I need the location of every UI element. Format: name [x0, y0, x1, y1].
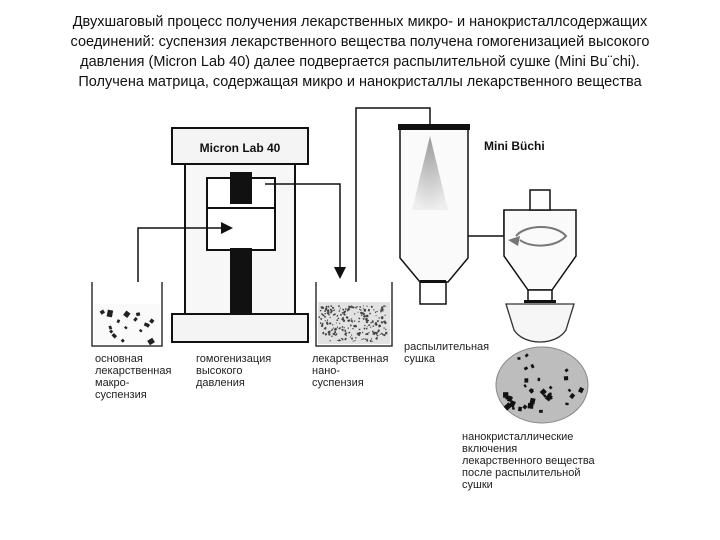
- cyclone-exhaust: [529, 189, 551, 211]
- svg-text:давления: давления: [196, 377, 245, 389]
- title-line-2: соединений: суспензия лекарственного вещ…: [70, 34, 650, 50]
- collection-vessel: [505, 303, 575, 343]
- title-line-4: Получена матрица, содержащая микро и нан…: [78, 74, 642, 90]
- homogenizer-base: [171, 313, 309, 343]
- svg-text:после распылительной: после распылительной: [462, 467, 580, 479]
- label-homogenization: гомогенизация высокого давления: [196, 353, 271, 389]
- title-line-1: Двухшаговый процесс получения лекарствен…: [72, 14, 648, 30]
- label-suspension: основная лекарственная макро- суспензия: [95, 353, 171, 401]
- nano-particles: [318, 305, 388, 343]
- svg-text:макро-: макро-: [95, 377, 130, 389]
- spray-dryer: Mini Büchi: [398, 124, 577, 343]
- matrix-nanocrystals: [503, 353, 585, 413]
- transfer-tube: [468, 210, 505, 237]
- spray-cone: [412, 136, 448, 210]
- svg-text:сушка: сушка: [404, 353, 436, 365]
- beaker-nanosuspension: [315, 282, 393, 347]
- homogenizer: Micron Lab 40: [171, 127, 309, 343]
- svg-text:сушки: сушки: [462, 479, 493, 491]
- homogenizer-header-box: [171, 127, 309, 165]
- page-title: Двухшаговый процесс получения лекарствен…: [40, 12, 680, 92]
- svg-text:суспензия: суспензия: [312, 377, 364, 389]
- svg-text:суспензия: суспензия: [95, 389, 147, 401]
- label-inclusions: нанокристаллические включения лекарствен…: [462, 431, 596, 491]
- label-spray-drying: распылительная сушка: [404, 341, 489, 365]
- homogenizer-mid-chamber: [206, 207, 276, 251]
- svg-text:лекарственная: лекарственная: [95, 365, 171, 377]
- matrix-disk: [495, 346, 589, 424]
- arrow-suspension-to-homogenizer: [137, 222, 233, 300]
- svg-text:лекарственного вещества: лекарственного вещества: [462, 455, 596, 467]
- svg-text:гомогенизация: гомогенизация: [196, 353, 271, 365]
- svg-text:высокого: высокого: [196, 365, 242, 377]
- piston-upper: [230, 172, 252, 204]
- dryer-top-plate: [398, 124, 470, 130]
- cyclone-separator: [503, 209, 577, 291]
- arrow-homogenizer-to-nanosuspension: [265, 183, 346, 279]
- title-line-3: давления (Micron Lab 40) далее подвергае…: [80, 54, 640, 70]
- label-nanosuspension: лекарственная нано- суспензия: [312, 353, 388, 389]
- pipe-to-dryer: [355, 107, 431, 290]
- svg-text:лекарственная: лекарственная: [312, 353, 388, 365]
- svg-text:нано-: нано-: [312, 365, 340, 377]
- dryer-name: Mini Büchi: [484, 139, 545, 153]
- macro-particles: [99, 309, 155, 346]
- dryer-outlet: [419, 281, 447, 305]
- product-matrix: [495, 346, 589, 424]
- homogenizer-name: Micron Lab 40: [200, 141, 281, 155]
- svg-text:включения: включения: [462, 443, 517, 455]
- svg-text:основная: основная: [95, 353, 143, 365]
- svg-text:распылительная: распылительная: [404, 341, 489, 353]
- svg-text:нанокристаллические: нанокристаллические: [462, 431, 573, 443]
- piston-lower: [230, 248, 252, 314]
- cyclone-flow-icon: [515, 226, 568, 247]
- beaker-macro-suspension: [91, 282, 163, 347]
